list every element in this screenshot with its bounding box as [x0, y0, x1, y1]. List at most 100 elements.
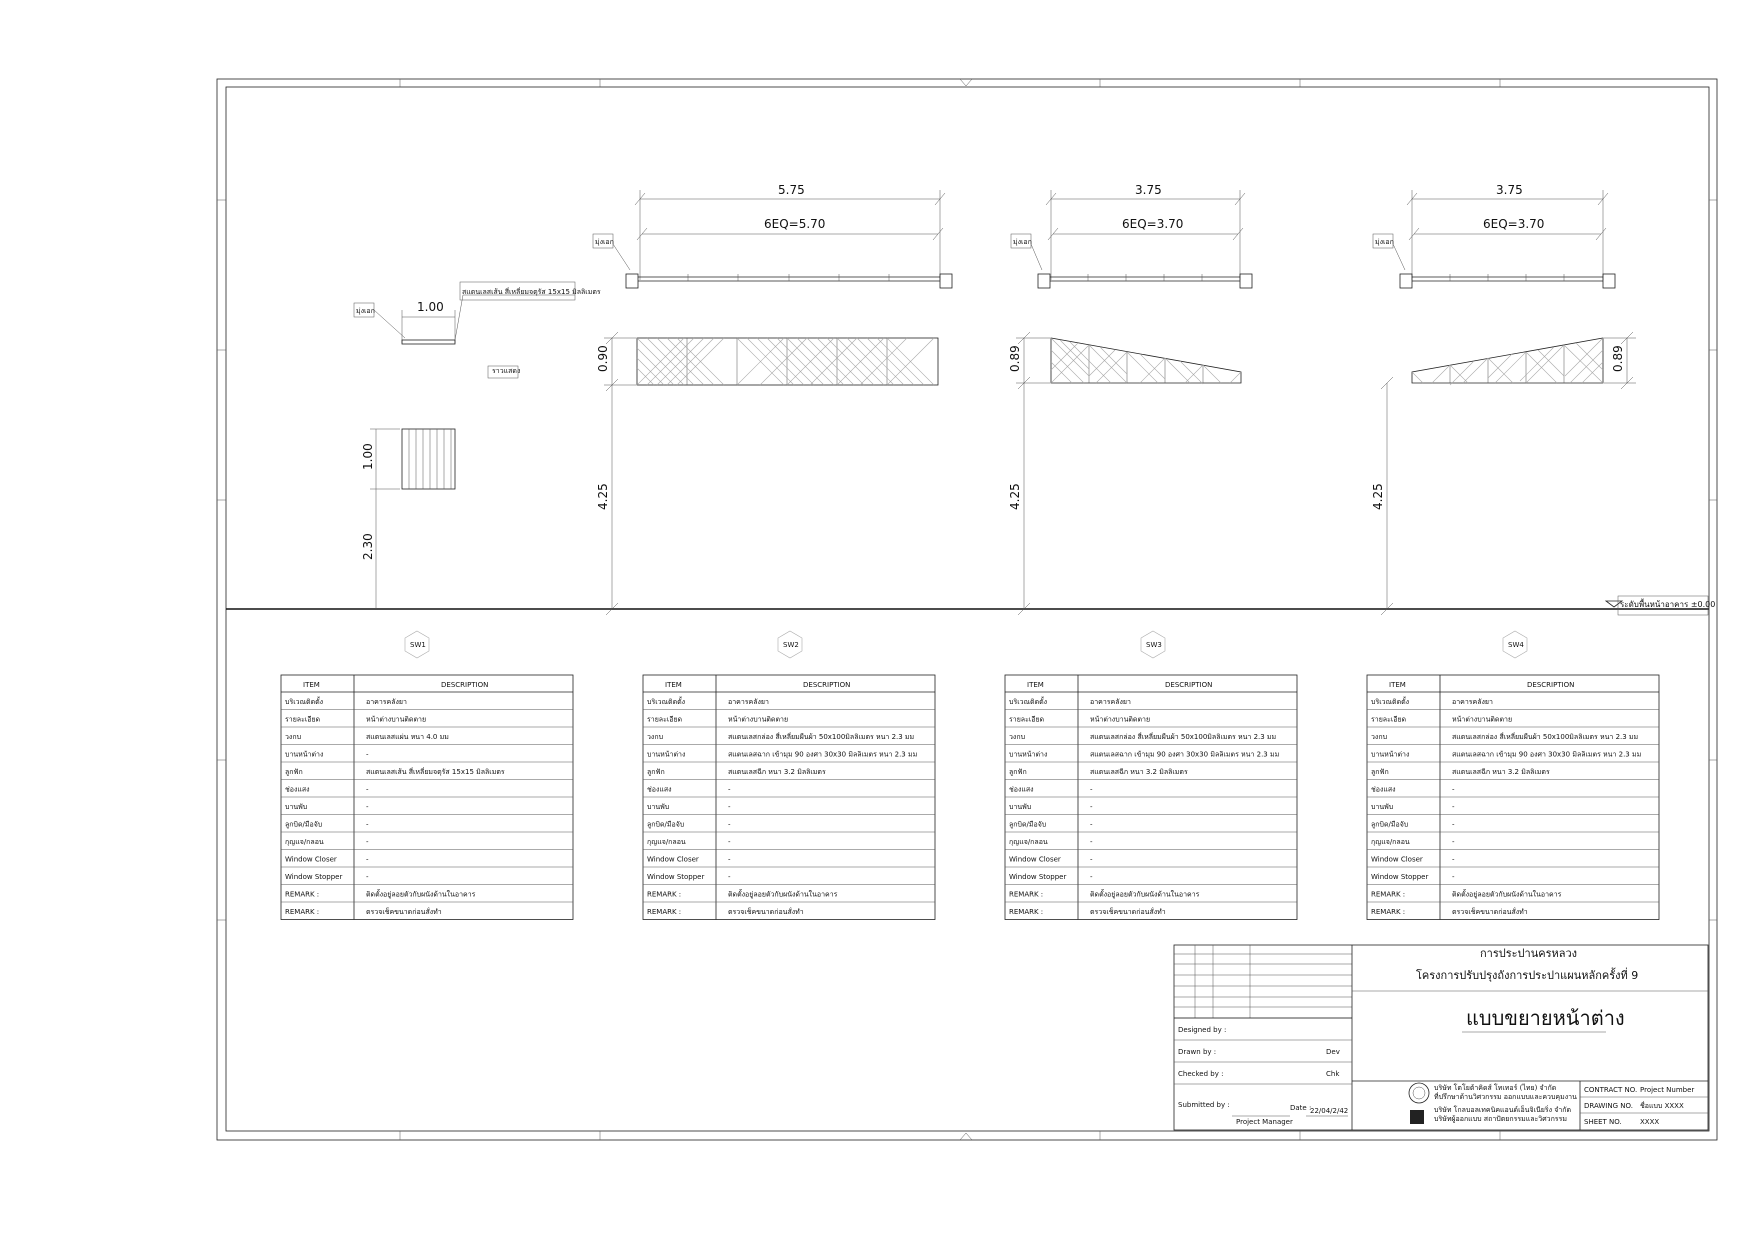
drawn-by-label: Drawn by :: [1178, 1048, 1216, 1056]
side-label: ราวแสดง: [492, 367, 520, 375]
header-description: DESCRIPTION: [803, 681, 850, 689]
row-description: ติดตั้งอยู่ลอยตัวกับผนังด้านในอาคาร: [1452, 888, 1562, 899]
table-row: รายละเอียดหน้าต่างบานติดตาย: [285, 716, 426, 724]
designed-by-label: Designed by :: [1178, 1026, 1226, 1034]
elevation-sw4: 3.75 6EQ=3.70 มุ่งเอก 0.89 4.25: [1371, 183, 1636, 616]
row-item-label: ลูกบิด/มือจับ: [1009, 821, 1046, 829]
overall-dim: 5.75: [778, 183, 805, 197]
svg-text:SW4: SW4: [1508, 641, 1524, 649]
table-row: กุญแจ/กลอน-: [285, 838, 369, 846]
table-row: ลูกฟักสแตนเลสฉีก หนา 3.2 มิลลิเมตร: [647, 768, 826, 776]
table-row: บริเวณติดตั้งอาคารคลังยา: [1009, 695, 1131, 706]
client-logo: [1408, 1082, 1430, 1104]
table-row: ช่องแสง-: [1371, 786, 1455, 794]
row-item-label: ช่องแสง: [285, 786, 310, 794]
row-description: -: [1090, 821, 1093, 829]
table-row: บริเวณติดตั้งอาคารคลังยา: [285, 695, 407, 706]
table-row: Window Stopper-: [1371, 873, 1455, 881]
row-item-label: Window Stopper: [1009, 873, 1066, 881]
row-description: สแตนเลสฉีก หนา 3.2 มิลลิเมตร: [728, 768, 826, 776]
row-description: -: [366, 803, 369, 811]
row-item-label: Window Closer: [1009, 856, 1061, 864]
base-dim: 4.25: [1371, 483, 1385, 510]
outer-border: [216, 78, 1718, 1141]
date-label: Date :: [1290, 1104, 1311, 1112]
checked-by-value: Chk: [1326, 1070, 1340, 1078]
row-item-label: REMARK :: [647, 908, 681, 916]
row-description: -: [1090, 803, 1093, 811]
row-item-label: REMARK :: [285, 891, 319, 899]
company-line-3: บริษัท โกลบอลเทคนิคแอนด์เอ็นจิเนียริ่ง จ…: [1434, 1105, 1571, 1114]
row-description: ตรวจเช็คขนาดก่อนสั่งทำ: [728, 907, 804, 916]
contract-no-value: Project Number: [1640, 1086, 1694, 1094]
tag-sw1: SW1: [404, 630, 430, 659]
row-item-label: บริเวณติดตั้ง: [285, 695, 323, 706]
table-row: ช่องแสง-: [1009, 786, 1093, 794]
tag-sw2: SW2: [777, 630, 803, 659]
row-description: ตรวจเช็คขนาดก่อนสั่งทำ: [1090, 907, 1166, 916]
row-description: -: [366, 786, 369, 794]
table-row: ลูกฟักสแตนเลสฉีก หนา 3.2 มิลลิเมตร: [1009, 768, 1188, 776]
row-description: สแตนเลสฉาก เข้ามุม 90 องศา 30x30 มิลลิเม…: [1452, 751, 1641, 759]
row-description: -: [366, 821, 369, 829]
table-row: รายละเอียดหน้าต่างบานติดตาย: [1371, 716, 1512, 724]
table-row: บานหน้าต่าง-: [285, 751, 369, 759]
row-item-label: REMARK :: [1371, 908, 1405, 916]
eq-dim: 6EQ=5.70: [764, 217, 825, 231]
row-item-label: บริเวณติดตั้ง: [647, 695, 685, 706]
table-row: บานพับ -: [285, 803, 369, 811]
row-description: สแตนเลสกล่อง สี่เหลี่ยมผืนผ้า 50x100มิลล…: [728, 732, 914, 741]
row-description: -: [1090, 856, 1093, 864]
eq-dim: 6EQ=3.70: [1483, 217, 1544, 231]
table-row: วงกบสแตนเลสกล่อง สี่เหลี่ยมผืนผ้า 50x100…: [1371, 732, 1638, 741]
row-description: สแตนเลสเส้น สี่เหลี่ยมจตุรัส 15x15 มิลลิ…: [366, 767, 505, 776]
row-description: หน้าต่างบานติดตาย: [366, 716, 426, 724]
table-row: REMARK :ติดตั้งอยู่ลอยตัวกับผนังด้านในอา…: [1009, 888, 1200, 899]
row-item-label: Window Stopper: [1371, 873, 1428, 881]
border-ticks: [217, 78, 1717, 1141]
height-dim: 0.90: [596, 345, 610, 372]
table-row: ช่องแสง -: [285, 786, 369, 794]
svg-text:SW1: SW1: [410, 641, 426, 649]
row-item-label: บานหน้าต่าง: [1009, 751, 1047, 759]
table-row: ลูกฟักสแตนเลสฉีก หนา 3.2 มิลลิเมตร: [1371, 768, 1550, 776]
row-item-label: ลูกฟัก: [1371, 768, 1389, 776]
row-description: อาคารคลังยา: [1452, 698, 1493, 706]
width-dim: 1.00: [417, 300, 444, 314]
height-dim: 0.89: [1611, 345, 1625, 372]
date-value: 22/04/2/42: [1310, 1107, 1348, 1115]
header-description: DESCRIPTION: [1527, 681, 1574, 689]
svg-text:SW3: SW3: [1146, 641, 1162, 649]
row-item-label: บานพับ: [285, 803, 307, 811]
table-row: บริเวณติดตั้ง อาคารคลังยา: [1371, 695, 1493, 706]
row-description: -: [728, 821, 731, 829]
row-item-label: บานพับ: [647, 803, 669, 811]
company-line-4: บริษัทผู้ออกแบบ สถาปัตยกรรมและวิศวกรรม: [1434, 1115, 1567, 1123]
row-item-label: บานพับ: [1371, 803, 1393, 811]
drawing-no-label: DRAWING NO.: [1584, 1102, 1633, 1110]
eq-dim: 6EQ=3.70: [1122, 217, 1183, 231]
table-row: ลูกบิด/มือจับ-: [1371, 821, 1455, 829]
row-item-label: บริเวณติดตั้ง: [1371, 695, 1409, 706]
row-item-label: รายละเอียด: [647, 716, 682, 724]
row-item-label: ช่องแสง: [1009, 786, 1034, 794]
contract-no-label: CONTRACT NO.: [1584, 1086, 1637, 1094]
row-description: สแตนเลสแผ่น หนา 4.0 มม: [366, 733, 449, 741]
header-description: DESCRIPTION: [1165, 681, 1212, 689]
row-item-label: บานหน้าต่าง: [285, 751, 323, 759]
project-name: โครงการปรับปรุงถังการประปาแผนหลักครั้งที…: [1416, 967, 1638, 982]
table-row: วงกบสแตนเลสกล่อง สี่เหลี่ยมผืนผ้า 50x100…: [647, 732, 914, 741]
drawing-no-value: ชื่อแบบ XXXX: [1640, 1101, 1684, 1110]
row-item-label: REMARK :: [1371, 891, 1405, 899]
row-item-label: วงกบ: [285, 733, 301, 741]
row-item-label: REMARK :: [1009, 891, 1043, 899]
table-row: กุญแจ/กลอน-: [1371, 838, 1455, 846]
height-dim: 0.89: [1008, 345, 1022, 372]
table-row: กุญแจ/กลอน-: [1009, 838, 1093, 846]
row-item-label: ช่องแสง: [1371, 786, 1396, 794]
sheet-no-label: SHEET NO.: [1584, 1118, 1622, 1126]
table-row: กุญแจ/กลอน-: [647, 838, 731, 846]
